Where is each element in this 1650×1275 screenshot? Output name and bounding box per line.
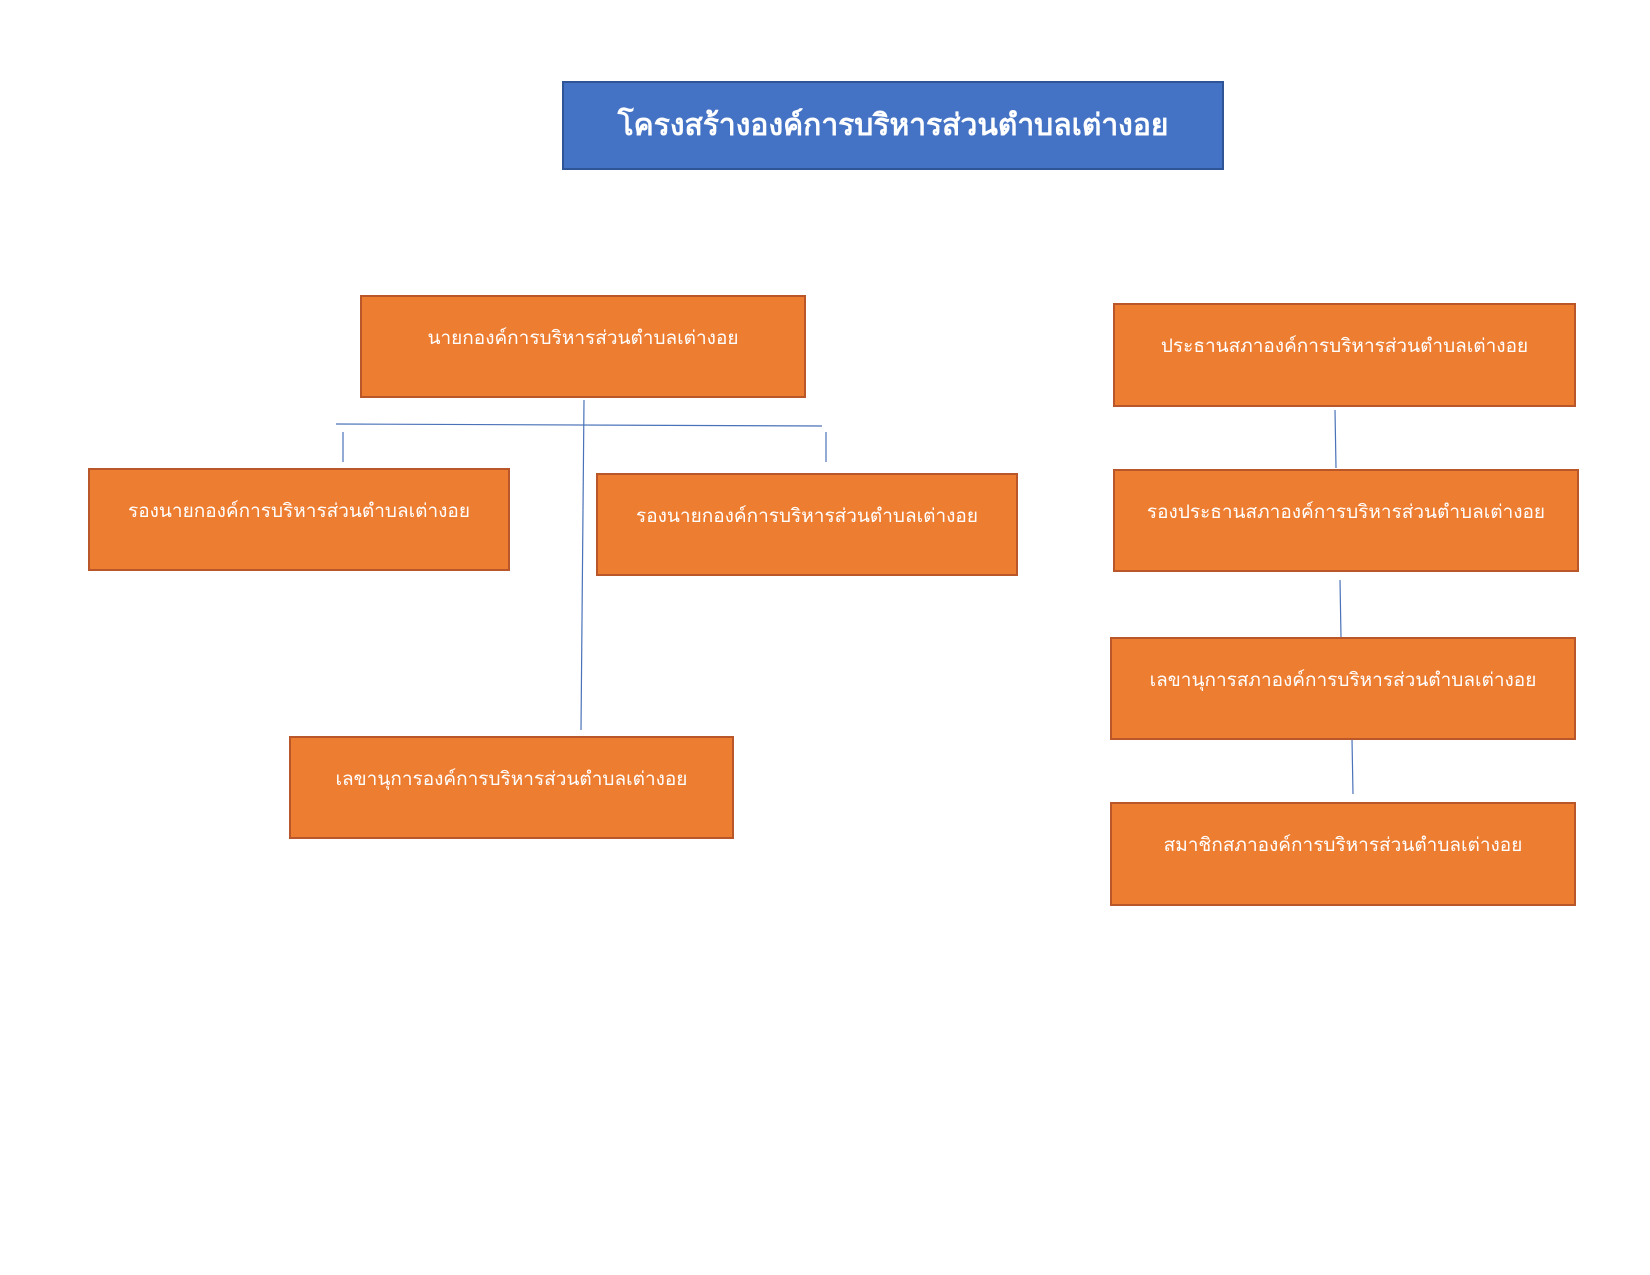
connector-mayor-bus <box>335 423 823 427</box>
node-label: เลขานุการสภาองค์การบริหารส่วนตำบลเต่างอย <box>1149 668 1537 691</box>
node-council-secretary: เลขานุการสภาองค์การบริหารส่วนตำบลเต่างอย <box>1110 637 1576 740</box>
node-label: รองนายกองค์การบริหารส่วนตำบลเต่างอย <box>128 499 470 522</box>
connector-mayor-trunk <box>580 399 585 731</box>
node-label: นายกองค์การบริหารส่วนตำบลเต่างอย <box>427 326 739 349</box>
node-label: รองนายกองค์การบริหารส่วนตำบลเต่างอย <box>636 504 978 527</box>
node-label: ประธานสภาองค์การบริหารส่วนตำบลเต่างอย <box>1160 335 1529 357</box>
node-council-vice-president: รองประธานสภาองค์การบริหารส่วนตำบลเต่างอย <box>1113 469 1579 572</box>
connector-president-vice <box>1334 409 1337 469</box>
node-deputy-mayor-1: รองนายกองค์การบริหารส่วนตำบลเต่างอย <box>88 468 510 571</box>
node-label: รองประธานสภาองค์การบริหารส่วนตำบลเต่างอย <box>1146 500 1546 523</box>
node-council-member: สมาชิกสภาองค์การบริหารส่วนตำบลเต่างอย <box>1110 802 1576 906</box>
chart-title-text: โครงสร้างองค์การบริหารส่วนตำบลเต่างอย <box>617 108 1169 143</box>
node-council-president: ประธานสภาองค์การบริหารส่วนตำบลเต่างอย <box>1113 303 1576 407</box>
chart-title: โครงสร้างองค์การบริหารส่วนตำบลเต่างอย <box>562 81 1224 170</box>
node-mayor-secretary: เลขานุการองค์การบริหารส่วนตำบลเต่างอย <box>289 736 734 839</box>
node-label: เลขานุการองค์การบริหารส่วนตำบลเต่างอย <box>335 767 688 790</box>
node-label: สมาชิกสภาองค์การบริหารส่วนตำบลเต่างอย <box>1163 834 1523 856</box>
connector-secretary-member <box>1351 738 1354 795</box>
connector-vice-secretary <box>1339 579 1342 638</box>
node-deputy-mayor-2: รองนายกองค์การบริหารส่วนตำบลเต่างอย <box>596 473 1018 576</box>
node-mayor: นายกองค์การบริหารส่วนตำบลเต่างอย <box>360 295 806 398</box>
